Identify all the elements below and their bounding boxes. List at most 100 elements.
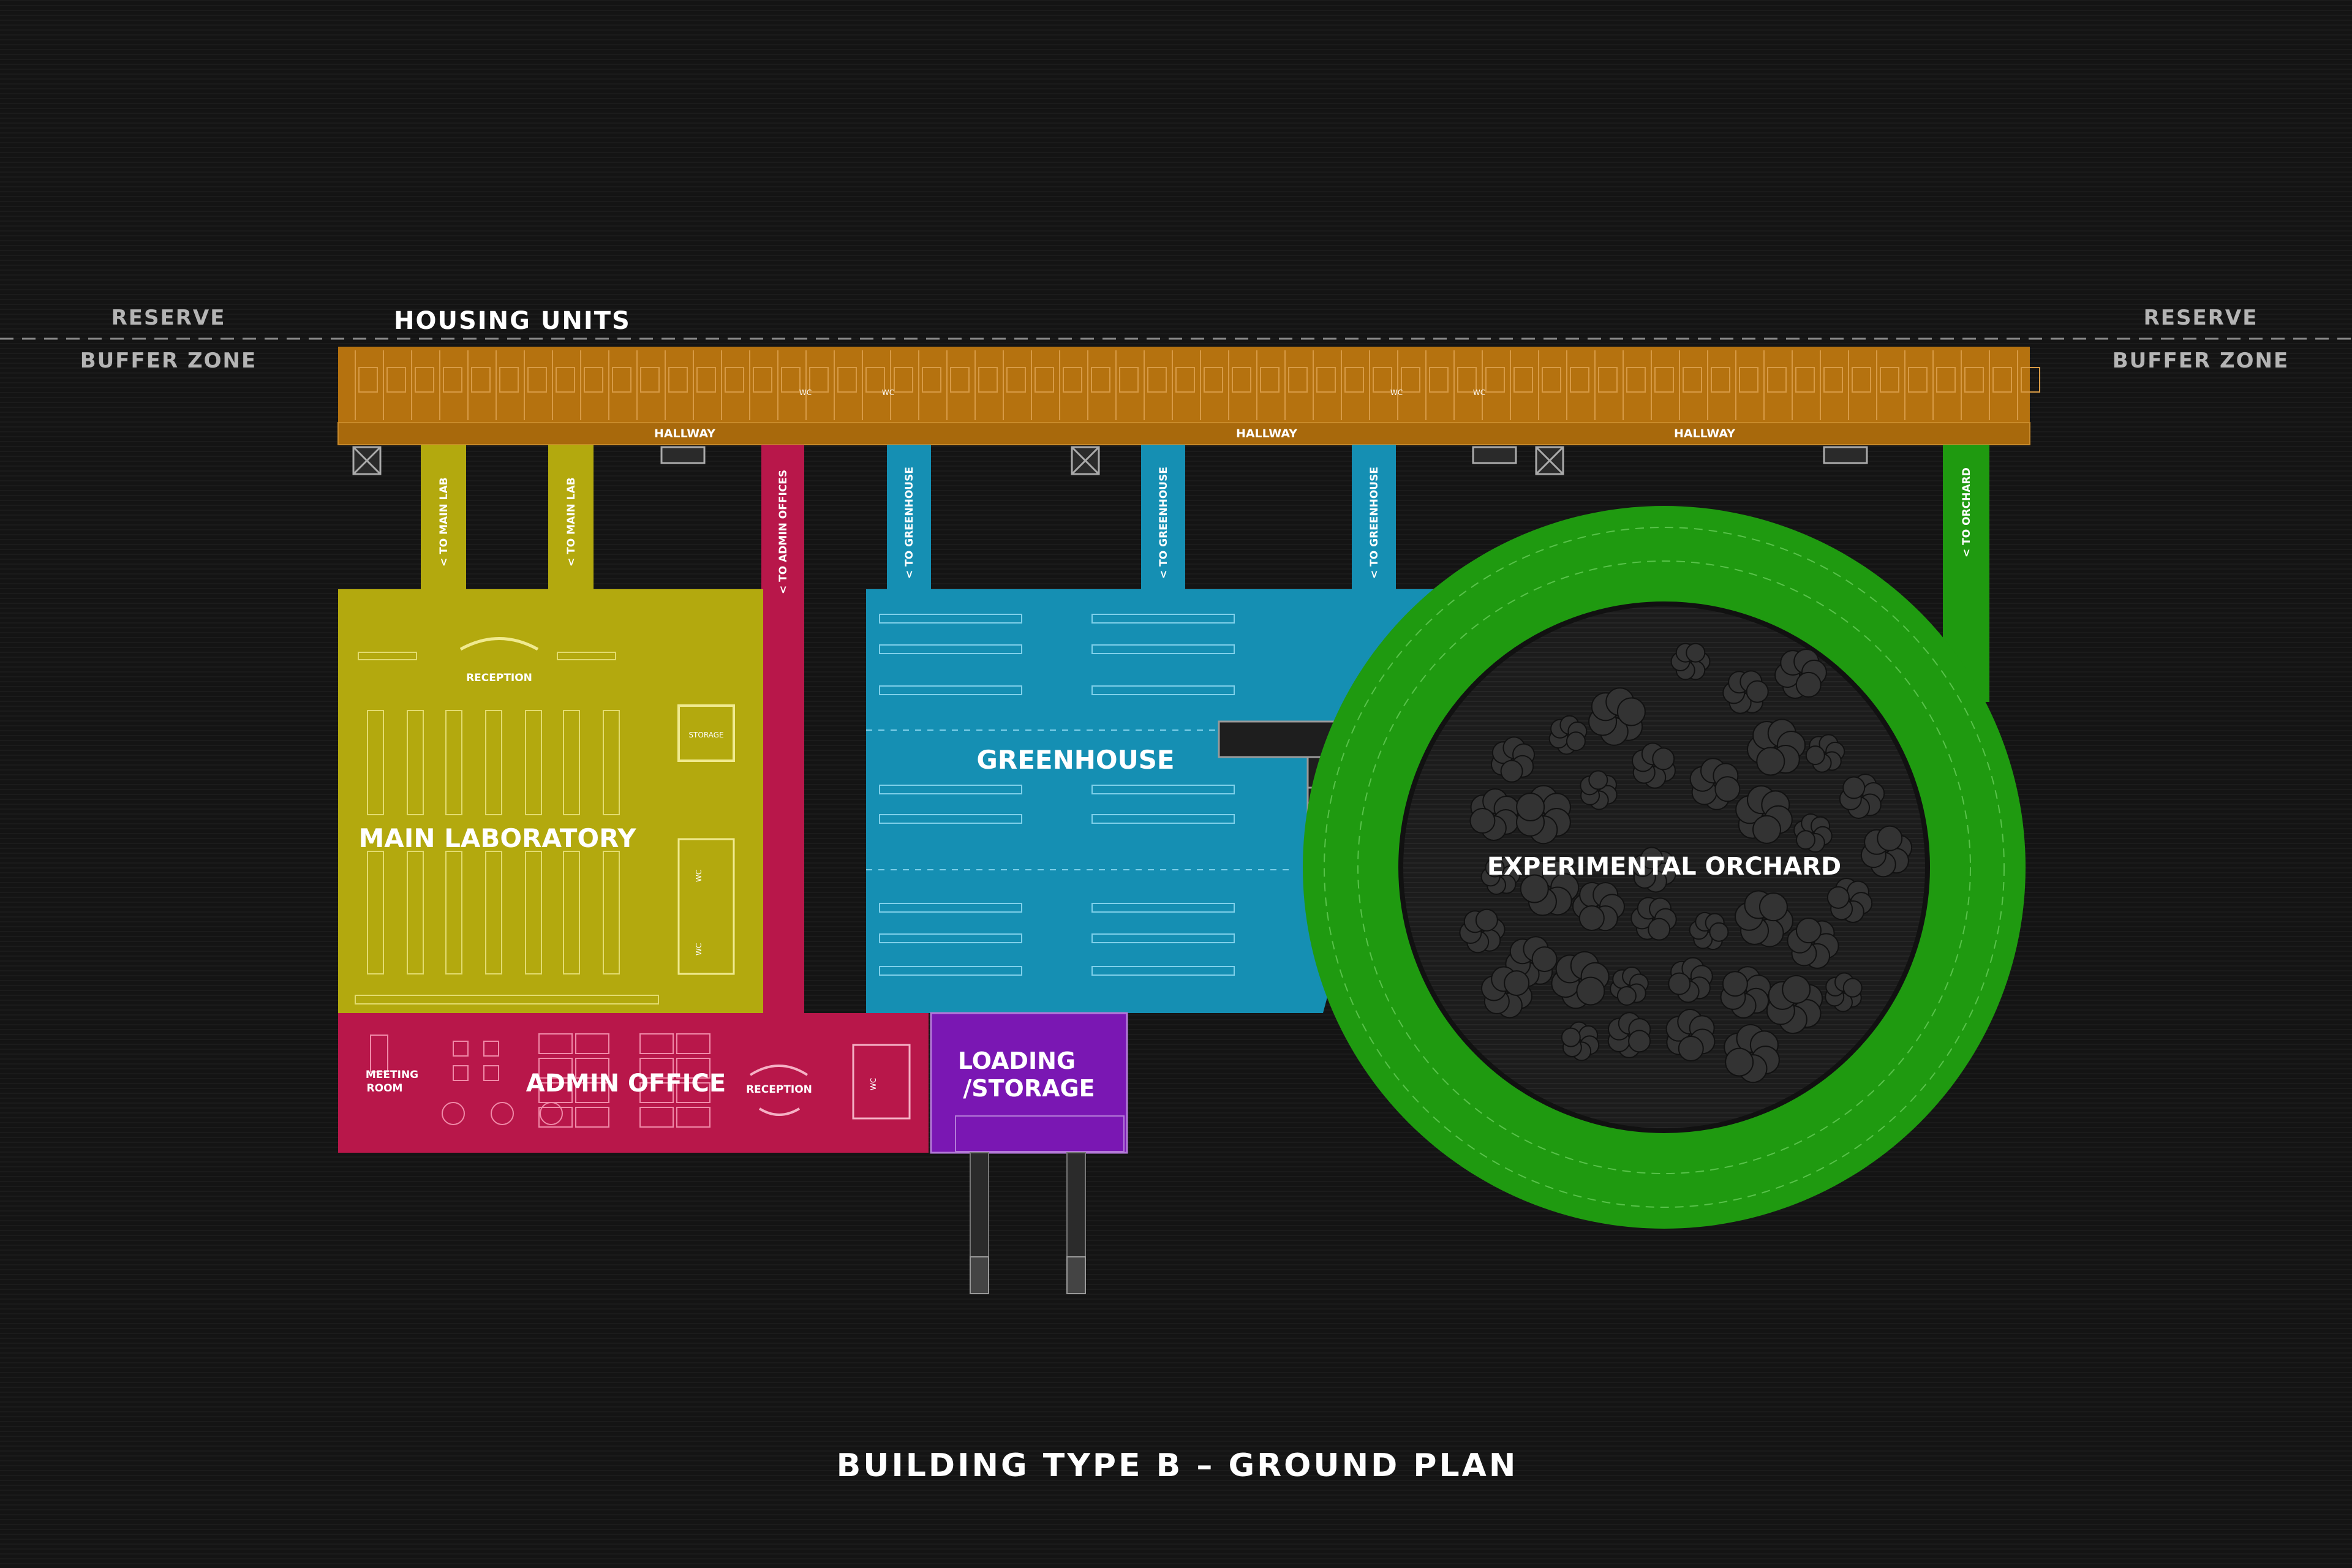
housing-unit-room <box>696 367 716 393</box>
corridor-label-main-lab-1: < TO MAIN LAB <box>438 477 450 567</box>
admin-round-table <box>442 1102 465 1125</box>
orchard-tree <box>1630 897 1677 941</box>
meeting-room-label-1: MEETING <box>366 1069 418 1081</box>
housing-wc-label-1: WC <box>799 388 812 397</box>
housing-unit-room <box>1232 367 1251 393</box>
orchard-tree <box>1665 1009 1716 1061</box>
orchard-tree <box>1746 718 1806 776</box>
housing-unit-room <box>1908 367 1928 393</box>
lab-storage-room <box>677 704 735 762</box>
truck-1 <box>970 1256 989 1294</box>
planting-bed <box>879 933 1022 943</box>
orchard-tree <box>1860 825 1913 878</box>
housing-unit-room <box>640 367 660 393</box>
lab-bench <box>525 851 542 974</box>
orchard-ring-path-outer <box>1324 527 2005 1208</box>
housing-unit-room <box>1823 367 1843 393</box>
housing-unit-room <box>809 367 829 393</box>
orchard-tree <box>1548 715 1588 755</box>
loading-label-2: /STORAGE <box>963 1075 1095 1102</box>
planting-bed <box>1091 785 1235 794</box>
orchard-ring-path-inner <box>1357 560 1971 1174</box>
lab-bench <box>445 710 462 815</box>
orchard-tree <box>1720 966 1771 1019</box>
housing-unit-room <box>1711 367 1730 393</box>
experimental-orchard: EXPERIMENTAL ORCHARD <box>1303 506 2026 1229</box>
corridor-greenhouse-2 <box>1141 445 1185 590</box>
orchard-tree <box>1610 967 1649 1006</box>
housing-unit-room <box>1063 367 1082 393</box>
housing-unit-room <box>1964 367 1984 393</box>
orchard-tree <box>1670 643 1711 680</box>
housing-unit-room <box>1091 367 1110 393</box>
lab-bench <box>525 710 542 815</box>
housing-unit-room <box>1147 367 1167 393</box>
orchard-tree <box>1826 877 1873 924</box>
admin-desk <box>676 1082 710 1103</box>
planting-bed <box>1091 933 1235 943</box>
admin-desk <box>575 1107 609 1128</box>
admin-cabinet <box>483 1041 499 1057</box>
corridor-admin <box>761 445 804 1014</box>
admin-desks <box>370 1033 710 1128</box>
orchard-tree <box>1766 974 1823 1035</box>
loading-floor <box>930 1012 1128 1154</box>
admin-desk <box>639 1082 674 1103</box>
housing-unit-room <box>1795 367 1815 393</box>
planting-bed <box>1091 685 1235 695</box>
planting-bed <box>1091 814 1235 824</box>
greenhouse-label: GREENHOUSE <box>976 745 1174 775</box>
hallway-label-1: HALLWAY <box>654 427 715 440</box>
orchard-tree <box>1631 846 1676 893</box>
housing-unit-room <box>865 367 885 393</box>
planting-bed <box>879 785 1022 794</box>
housing-unit-room <box>1288 367 1308 393</box>
planting-bed <box>1091 966 1235 976</box>
admin-reception-desk <box>749 1065 809 1076</box>
corridor-label-orchard: < TO ORCHARD <box>1961 467 1973 557</box>
housing-unit-room <box>1598 367 1618 393</box>
housing-unit-room <box>1429 367 1449 393</box>
housing-wc-label-3: WC <box>1390 388 1403 397</box>
orchard-tree <box>1689 758 1741 810</box>
lab-bench <box>367 710 384 815</box>
lab-counter <box>355 995 659 1005</box>
orchard-tree <box>1787 918 1839 969</box>
admin-reception-label: RECEPTION <box>746 1084 812 1096</box>
housing-unit-room <box>1654 367 1674 393</box>
corridor-greenhouse-1 <box>887 445 931 590</box>
orchard-tree <box>1580 770 1618 810</box>
admin-desk <box>676 1033 710 1054</box>
lab-wc-label-1: WC <box>695 870 703 882</box>
admin-cabinet <box>453 1065 469 1081</box>
orchard-tree <box>1839 774 1885 819</box>
lab-bench <box>563 851 580 974</box>
corridor-greenhouse-3 <box>1352 445 1396 590</box>
orchard-tree <box>1607 1012 1651 1058</box>
admin-cabinet <box>453 1041 469 1057</box>
housing-unit-room <box>1542 367 1561 393</box>
housing-unit-room <box>1485 367 1505 393</box>
housing-unit-room <box>668 367 688 393</box>
admin-desk <box>676 1107 710 1128</box>
hallway-label-3: HALLWAY <box>1674 427 1735 440</box>
lab-bench <box>485 710 502 815</box>
housing-unit-room <box>978 367 998 393</box>
housing-unit-room <box>1006 367 1026 393</box>
lab-bench <box>367 851 384 974</box>
planting-bed <box>879 685 1022 695</box>
meeting-table <box>370 1035 388 1072</box>
zone-label-left-bottom: BUFFER ZONE <box>80 349 257 373</box>
orchard-tree <box>1490 736 1536 783</box>
housing-unit-room <box>1992 367 2012 393</box>
admin-office-label: ADMIN OFFICE <box>526 1069 726 1098</box>
orchard-tree <box>1459 908 1506 954</box>
housing-unit-room <box>1316 367 1336 393</box>
housing-unit-room <box>950 367 970 393</box>
orchard-tree <box>1722 670 1769 714</box>
orchard-tree <box>1735 890 1793 948</box>
greenhouse-floor <box>866 589 1310 1013</box>
admin-reception-desk-2 <box>758 1107 801 1116</box>
admin-desk <box>639 1033 674 1054</box>
orchard-tree <box>1632 742 1676 789</box>
